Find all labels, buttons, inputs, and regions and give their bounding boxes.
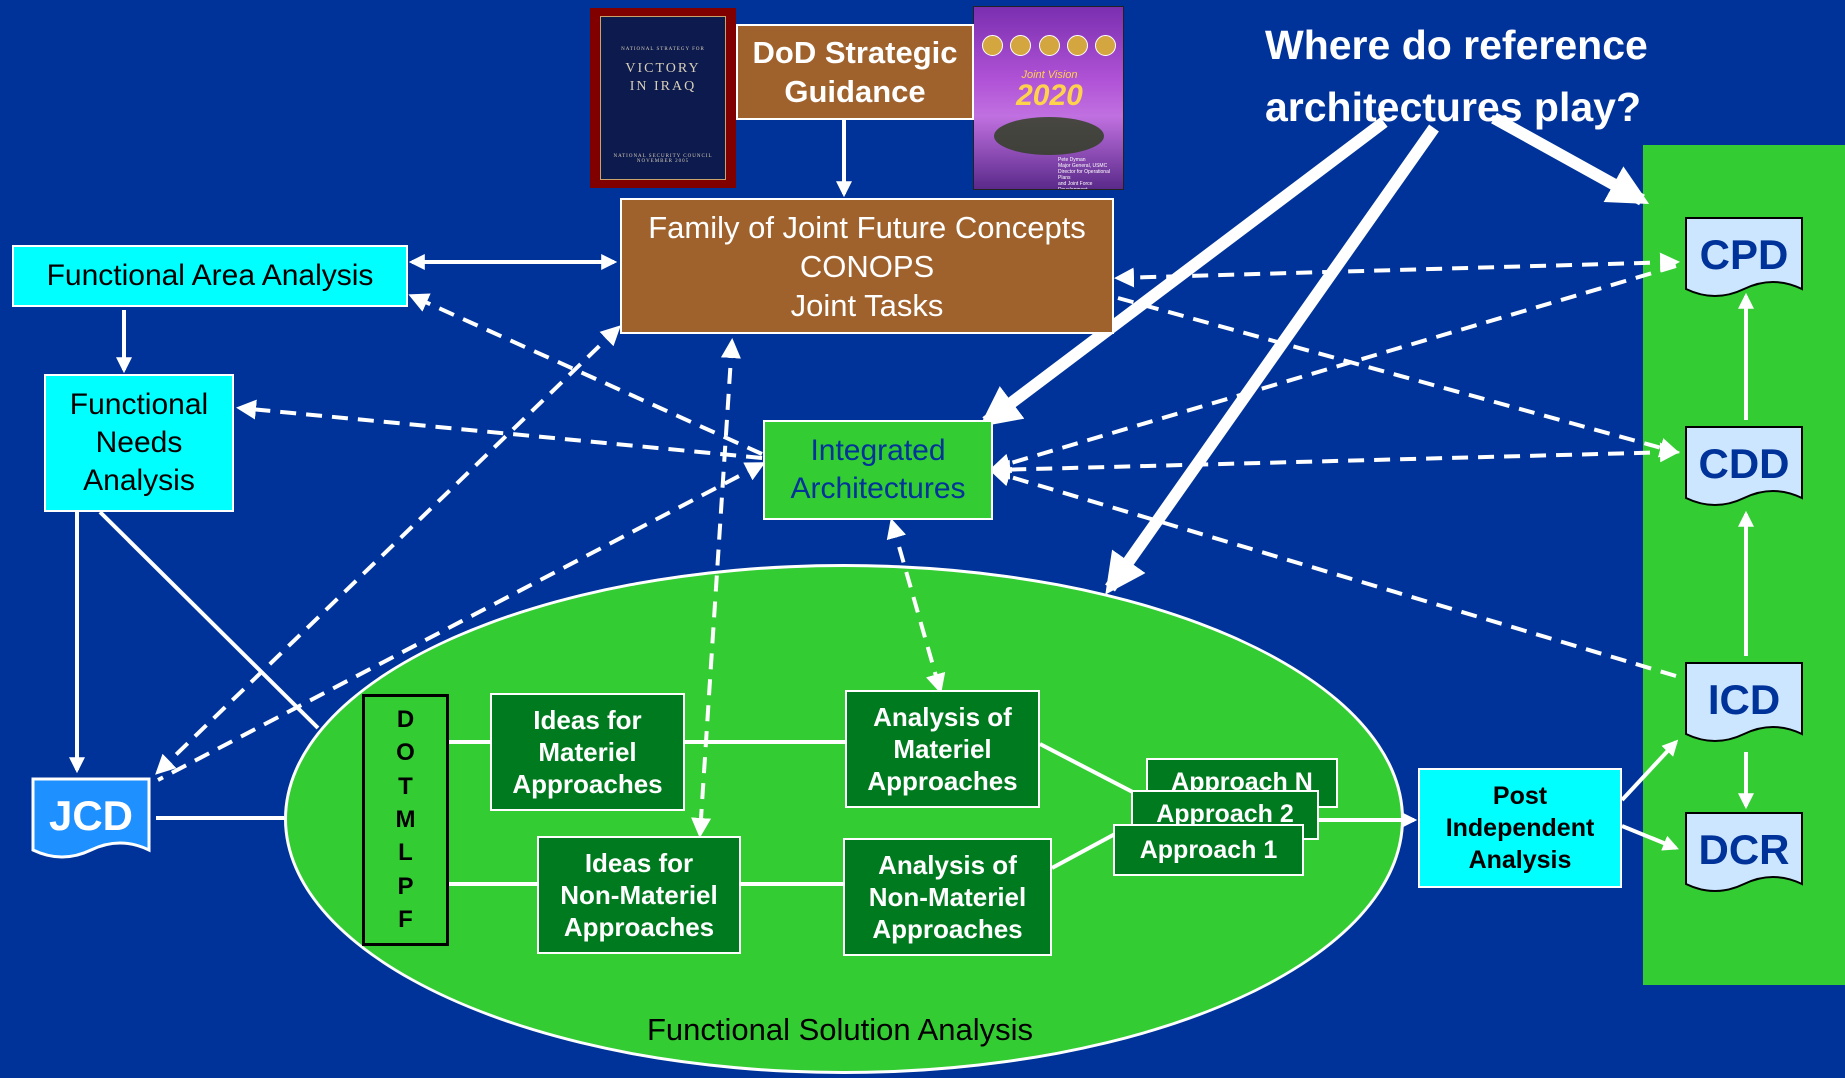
cdd-to-architectures-dashed [990, 442, 1680, 480]
service-seals [982, 35, 1116, 56]
dotmlpf-letter-t: T [398, 772, 413, 800]
question-to-panel-arrow [1491, 112, 1650, 206]
ideas-non-materiel-box: Ideas for Non-Materiel Approaches [537, 836, 741, 954]
concepts-to-ideas-dashed [691, 338, 741, 838]
dotmlpf-column: D O T M L P F [362, 694, 449, 946]
dcr-label: DCR [1698, 826, 1790, 873]
analysis-nonmateriel-to-approaches-line [1051, 832, 1116, 870]
architectures-to-jcd-dashed [157, 462, 766, 782]
joint-vision-credits: Pete Dyman Major General, USMC Director … [1058, 157, 1110, 190]
victory-book-cover: NATIONAL STRATEGY FOR VICTORY IN IRAQ NA… [600, 16, 726, 180]
cpd-label: CPD [1699, 231, 1789, 278]
icd-to-architectures-dashed [990, 467, 1677, 678]
dotmlpf-letter-o: O [396, 739, 415, 767]
jcd-label: JCD [48, 792, 134, 839]
post-independent-analysis-box: Post Independent Analysis [1418, 768, 1622, 888]
question-to-ellipse-arrow [1105, 124, 1439, 595]
joint-vision-2020-book: Joint Vision 2020 Pete Dyman Major Gener… [973, 6, 1124, 190]
approach-1-box: Approach 1 [1113, 824, 1304, 876]
jcd-document: JCD [30, 776, 152, 864]
victory-book-footer: NATIONAL SECURITY COUNCIL NOVEMBER 2005 [613, 154, 713, 164]
analysis-non-materiel-box: Analysis of Non-Materiel Approaches [843, 838, 1052, 956]
victory-book-header: NATIONAL STRATEGY FOR [621, 47, 705, 52]
cpd-to-concepts-dashed [1114, 252, 1680, 288]
reference-architectures-question: Where do reference architectures play? [1265, 22, 1648, 130]
victory-book-title: VICTORY IN IRAQ [625, 61, 701, 94]
integrated-architectures-box: Integrated Architectures [763, 420, 993, 520]
icd-label: ICD [1707, 676, 1781, 723]
functional-needs-analysis-box: Functional Needs Analysis [44, 374, 234, 512]
post-to-icd-arrow [1620, 739, 1679, 802]
dotmlpf-letter-m: M [395, 805, 416, 833]
dcr-document: DCR [1683, 810, 1805, 898]
cdd-label: CDD [1698, 440, 1790, 487]
dod-strategic-guidance-box: DoD Strategic Guidance [736, 24, 974, 120]
fna-to-ellipse-line [98, 510, 320, 730]
concepts-to-cdd-dashed [1117, 296, 1680, 458]
ideas-materiel-box: Ideas for Materiel Approaches [490, 693, 685, 811]
dotmlpf-letter-f: F [398, 906, 413, 934]
cpd-document: CPD [1683, 215, 1805, 303]
post-to-dcr-arrow [1621, 824, 1679, 851]
analysis-materiel-box: Analysis of Materiel Approaches [845, 690, 1040, 808]
architectures-to-fna-dashed [236, 399, 763, 460]
globe-image [994, 117, 1104, 155]
cpd-to-architectures-dashed [990, 264, 1677, 474]
functional-solution-label: Functional Solution Analysis [646, 1012, 1033, 1047]
icd-document: ICD [1683, 660, 1805, 748]
functional-area-analysis-box: Functional Area Analysis [12, 245, 408, 307]
joint-future-concepts-box: Family of Joint Future Concepts CONOPS J… [620, 198, 1114, 334]
joint-vision-year: 2020 [1016, 79, 1083, 112]
dotmlpf-letter-d: D [396, 705, 415, 733]
dotmlpf-letter-p: P [397, 872, 414, 900]
cdd-document: CDD [1683, 424, 1805, 512]
architectures-to-analysis-dashed [886, 518, 946, 694]
dotmlpf-letter-l: L [398, 839, 413, 867]
analysis-materiel-to-approaches-line [1039, 742, 1149, 802]
concepts-to-jcd-dashed [155, 325, 621, 775]
joint-vision-subtitle: Joint Vision [1021, 69, 1078, 81]
victory-in-iraq-book: NATIONAL STRATEGY FOR VICTORY IN IRAQ NA… [590, 8, 736, 188]
